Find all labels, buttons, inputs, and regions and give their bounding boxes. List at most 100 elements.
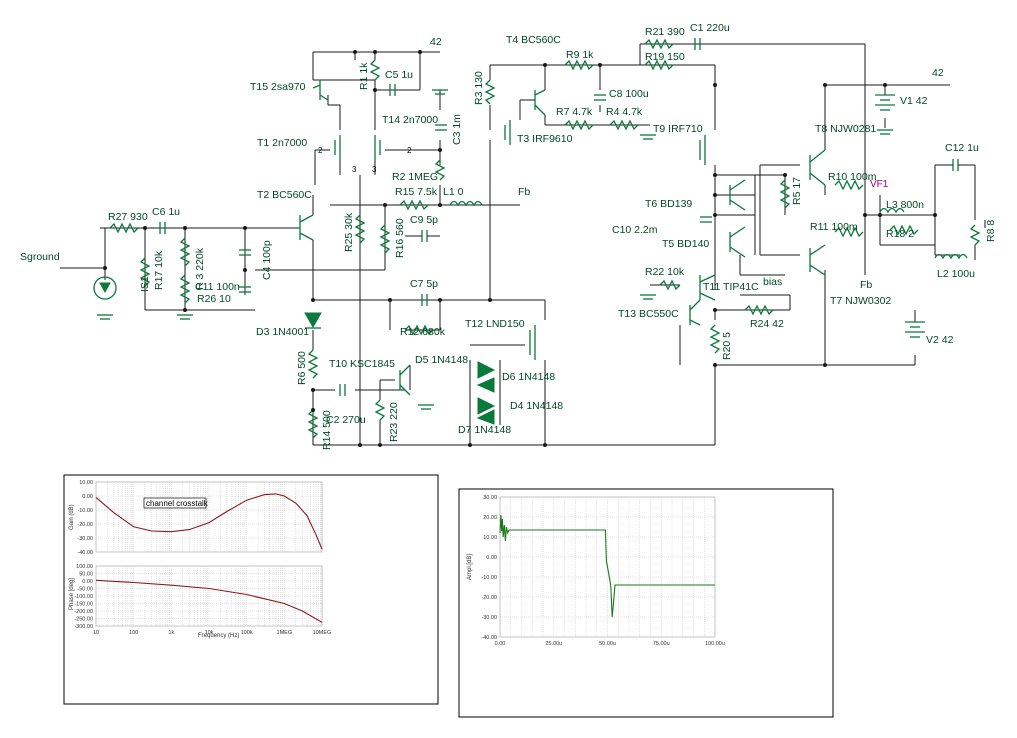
label-R10: R10 100m [828, 171, 877, 183]
x-tick-label: 10 [93, 630, 99, 636]
label-R6: R6 500 [296, 351, 308, 385]
x-tick-label: 10MEG [313, 630, 332, 636]
label-C1: C1 220u [690, 22, 730, 34]
label-R19: R19 150 [645, 51, 685, 63]
label-T1: T1 2n7000 [257, 137, 307, 149]
pin-label-4: 3 [372, 165, 377, 174]
label-C9: C9 5p [410, 214, 438, 226]
bode-xlabel: Frequency (Hz) [198, 633, 239, 639]
label-R2: R2 1MEG [392, 171, 438, 183]
label-T10: T10 KSC1845 [329, 358, 395, 370]
label-R14: R14 500 [321, 410, 333, 450]
label-R25: R25 30k [343, 212, 355, 252]
label-T7: T7 NJW0302 [830, 295, 891, 307]
label-L2: L2 100u [937, 268, 975, 280]
label-R5: R5 17 [791, 177, 803, 205]
label-R18: R18 2 [886, 228, 914, 240]
y-tick-label: -10.00 [77, 508, 93, 514]
label-L3: L3 800n [886, 199, 924, 211]
y-tick-label: -20.00 [77, 522, 93, 528]
x-tick-label: 1k [168, 630, 174, 636]
label-R23: R23 220 [388, 402, 400, 442]
y-tick-label: 10.00 [79, 480, 93, 486]
fb-label-1: Fb [518, 186, 530, 198]
label-C12: C12 1u [945, 142, 979, 154]
bode-tick-labels: 10.000.00-10.00-20.00-30.00-40.00100.005… [74, 480, 331, 636]
component-symbols [93, 38, 981, 447]
y-tick-label: -250.00 [74, 617, 93, 623]
supply-label-right: 42 [932, 67, 944, 79]
y-tick-label: -300.00 [74, 624, 93, 630]
y-tick-label: 0.00 [486, 555, 497, 561]
label-T12: T12 LND150 [465, 318, 525, 330]
x-tick-label: 10k [205, 630, 214, 636]
x-tick-label: 50.00u [599, 641, 616, 647]
label-T13: T13 BC550C [618, 308, 679, 320]
bias-label: bias [763, 276, 782, 288]
y-tick-label: -40.00 [481, 635, 497, 641]
label-R11: R11 100m [810, 221, 858, 233]
y-tick-label: 0.00 [82, 579, 93, 585]
label-T11: T11 TIP41C [703, 281, 759, 293]
x-tick-label: 0.00 [495, 641, 506, 647]
y-tick-label: -150.00 [74, 602, 93, 608]
transient-grid [499, 496, 716, 638]
label-T3: T3 IRF9610 [517, 133, 573, 145]
bode-phase-ylabel: Phase [deg] [69, 578, 75, 610]
y-tick-label: -50.00 [77, 587, 93, 593]
label-R15: R15 7.5k [395, 186, 438, 198]
y-tick-label: 0.00 [82, 494, 93, 500]
label-T14: T14 2n7000 [382, 114, 438, 126]
fb-label-2: Fb [860, 279, 872, 291]
label-R12: R12 680k [400, 326, 446, 338]
label-R8: R8 8 [985, 220, 997, 242]
label-T5: T5 BD140 [662, 238, 709, 250]
label-C4: C4 100p [261, 240, 273, 280]
label-R3: R3 130 [473, 71, 485, 105]
label-D3: D3 1N4001 [256, 326, 309, 338]
label-R24: R24 42 [750, 318, 784, 330]
label-C2: C2 270u [326, 414, 366, 426]
series-line [499, 514, 715, 618]
series-line [95, 493, 323, 550]
label-C8: C8 100u [609, 88, 649, 100]
bode-plot-window: 10.000.00-10.00-20.00-30.00-40.00100.005… [63, 474, 439, 705]
bode-gain-ylabel: Gain (dB) [69, 504, 75, 530]
transient-plot-window: 30.0020.0010.000.00-10.00-20.00-30.00-40… [458, 488, 834, 718]
y-tick-label: 10.00 [483, 535, 497, 541]
label-R17: R17 10k [153, 250, 165, 290]
label-R16: R16 560 [394, 218, 406, 258]
y-tick-label: 100.00 [76, 564, 93, 570]
x-tick-label: 1MEG [277, 630, 293, 636]
component-labels: T15 2sa970 R1 1k C5 1u T14 2n7000 T1 2n7… [20, 22, 997, 450]
label-R22: R22 10k [645, 266, 685, 278]
label-T6: T6 BD139 [645, 198, 692, 210]
label-C5: C5 1u [385, 69, 413, 81]
label-R7: R7 4.7k [556, 106, 593, 118]
x-tick-label: 25.00u [545, 641, 562, 647]
label-R9: R9 1k [566, 49, 594, 61]
x-tick-label: 100 [129, 630, 138, 636]
label-R4: R4 4.7k [606, 106, 643, 118]
label-R3a: R 3 220k [194, 247, 206, 290]
vf-label: VF1 [870, 179, 889, 190]
label-R21: R21 390 [645, 26, 685, 38]
bode-phase-series [95, 579, 323, 623]
label-L1: L1 0 [443, 186, 464, 198]
x-tick-label: 75.00u [653, 641, 670, 647]
label-C3: C3 1m [451, 114, 463, 145]
y-tick-label: -20.00 [481, 595, 497, 601]
ground-label: Sground [20, 251, 60, 263]
label-R26: R26 10 [197, 293, 231, 305]
y-tick-label: -30.00 [77, 536, 93, 542]
supply-label-top: 42 [430, 36, 442, 48]
label-D6: D6 1N4148 [502, 371, 555, 383]
label-C6: C6 1u [152, 206, 180, 218]
x-tick-label: 100.00u [705, 641, 725, 647]
y-tick-label: -40.00 [77, 550, 93, 556]
label-D7: D7 1N4148 [458, 424, 511, 436]
label-R1: R1 1k [358, 62, 370, 90]
wires [60, 43, 986, 446]
x-tick-label: 100k [241, 630, 253, 636]
